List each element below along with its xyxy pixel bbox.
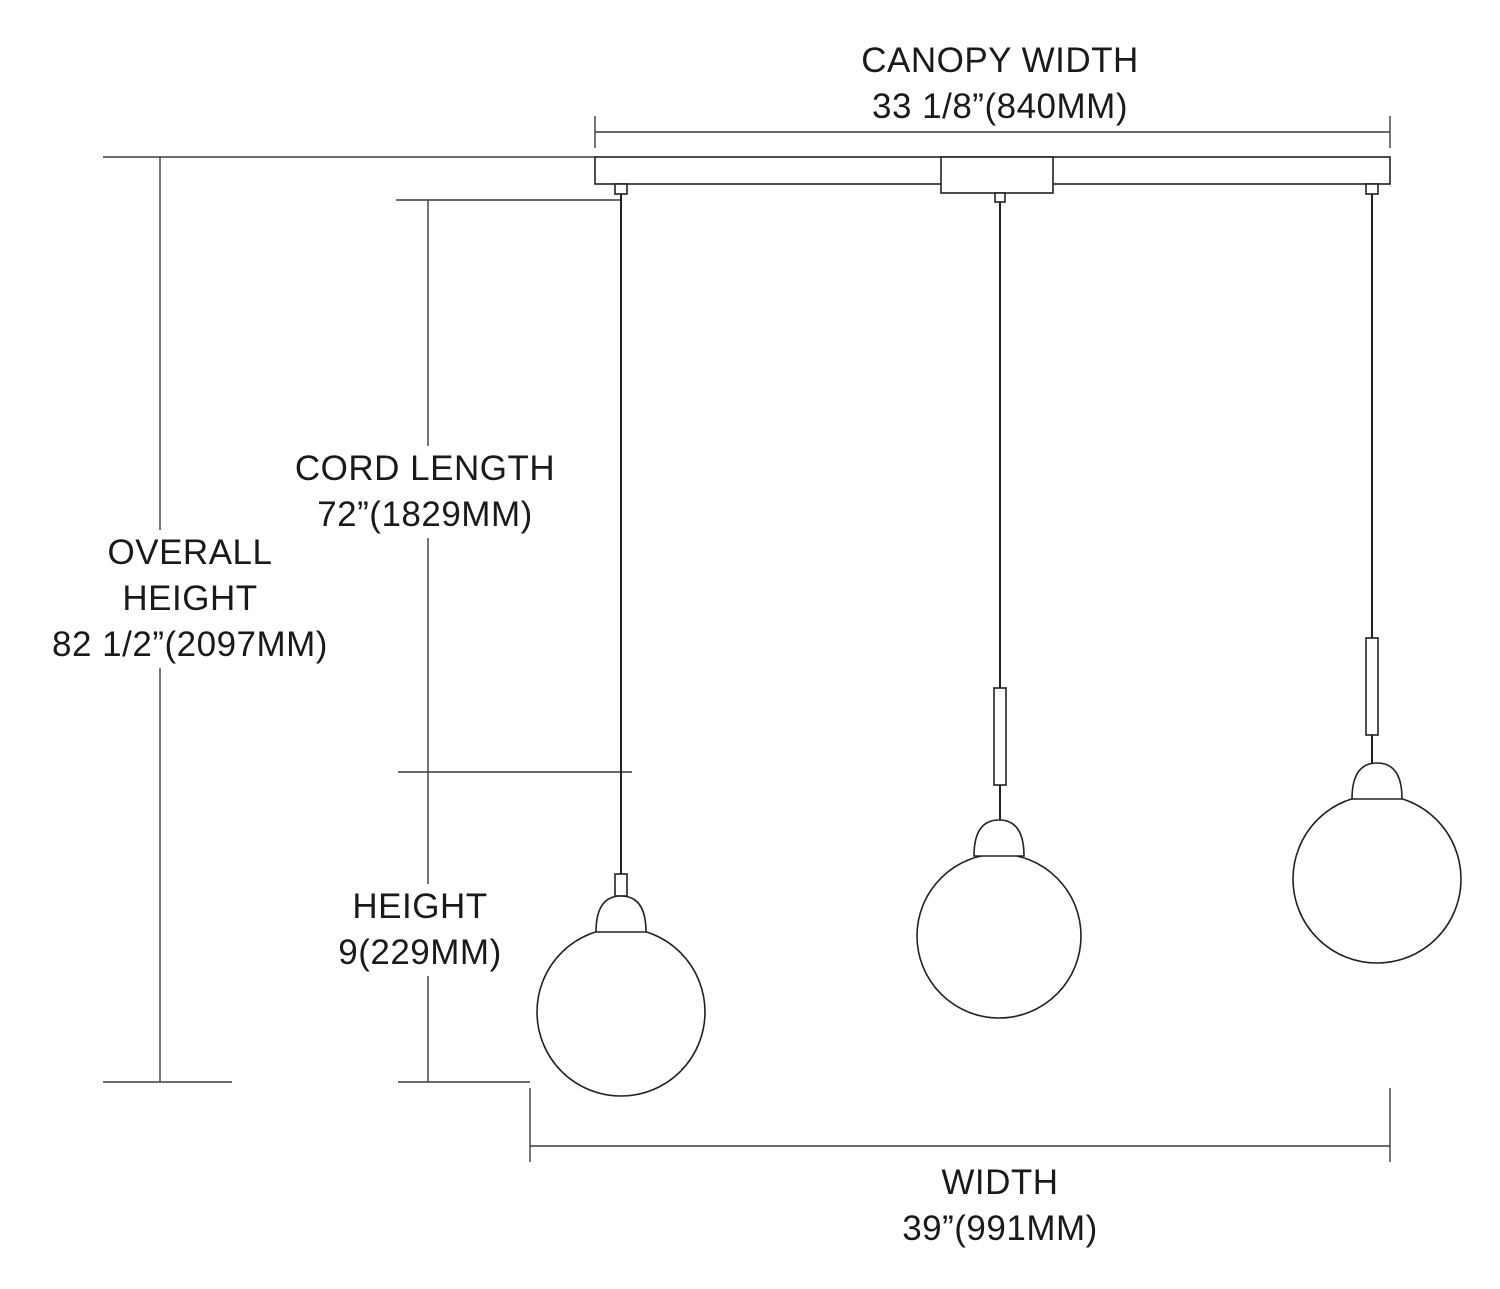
hanger-left — [614, 183, 628, 195]
cord-length-title: CORD LENGTH — [294, 449, 556, 488]
height-value: 9(229MM) — [338, 933, 502, 972]
canopy-width-dim-line — [594, 116, 1391, 148]
canopy-width-value: 33 1/8”(840MM) — [872, 87, 1128, 126]
glass-globe-right — [1292, 794, 1462, 964]
overall-height-value: 82 1/2”(2097MM) — [52, 625, 328, 664]
height-title: HEIGHT — [352, 887, 488, 926]
canopy-width-title: CANOPY WIDTH — [861, 41, 1139, 80]
canopy-mount-plate — [940, 156, 1054, 194]
socket-cap-left — [595, 895, 647, 933]
cord-length-dim-line — [396, 199, 632, 1083]
width-dim-line — [529, 1088, 1391, 1162]
cord-length-value: 72”(1829MM) — [317, 495, 533, 534]
width-title: WIDTH — [941, 1163, 1059, 1202]
ferrule-left — [614, 873, 628, 897]
glass-globe-center — [916, 853, 1082, 1019]
pendant-fixture — [536, 156, 1462, 1097]
width-label: WIDTH 39”(991MM) — [700, 1160, 1300, 1252]
socket-cap-right — [1351, 762, 1403, 800]
cord-length-label: CORD LENGTH 72”(1829MM) — [240, 446, 610, 538]
overall-height-title-line1: OVERALL — [107, 533, 273, 572]
glass-globe-left — [536, 927, 706, 1097]
width-value: 39”(991MM) — [902, 1209, 1098, 1248]
socket-cap-center — [973, 819, 1025, 857]
canopy-width-label: CANOPY WIDTH 33 1/8”(840MM) — [700, 38, 1300, 130]
hanger-center — [994, 192, 1006, 203]
overall-height-title-line2: HEIGHT — [122, 579, 258, 618]
overall-height-label: OVERALL HEIGHT 82 1/2”(2097MM) — [32, 530, 348, 668]
stem-right — [1365, 637, 1379, 736]
height-label: HEIGHT 9(229MM) — [298, 884, 542, 976]
hanger-right — [1365, 183, 1379, 195]
stem-center — [993, 687, 1007, 786]
